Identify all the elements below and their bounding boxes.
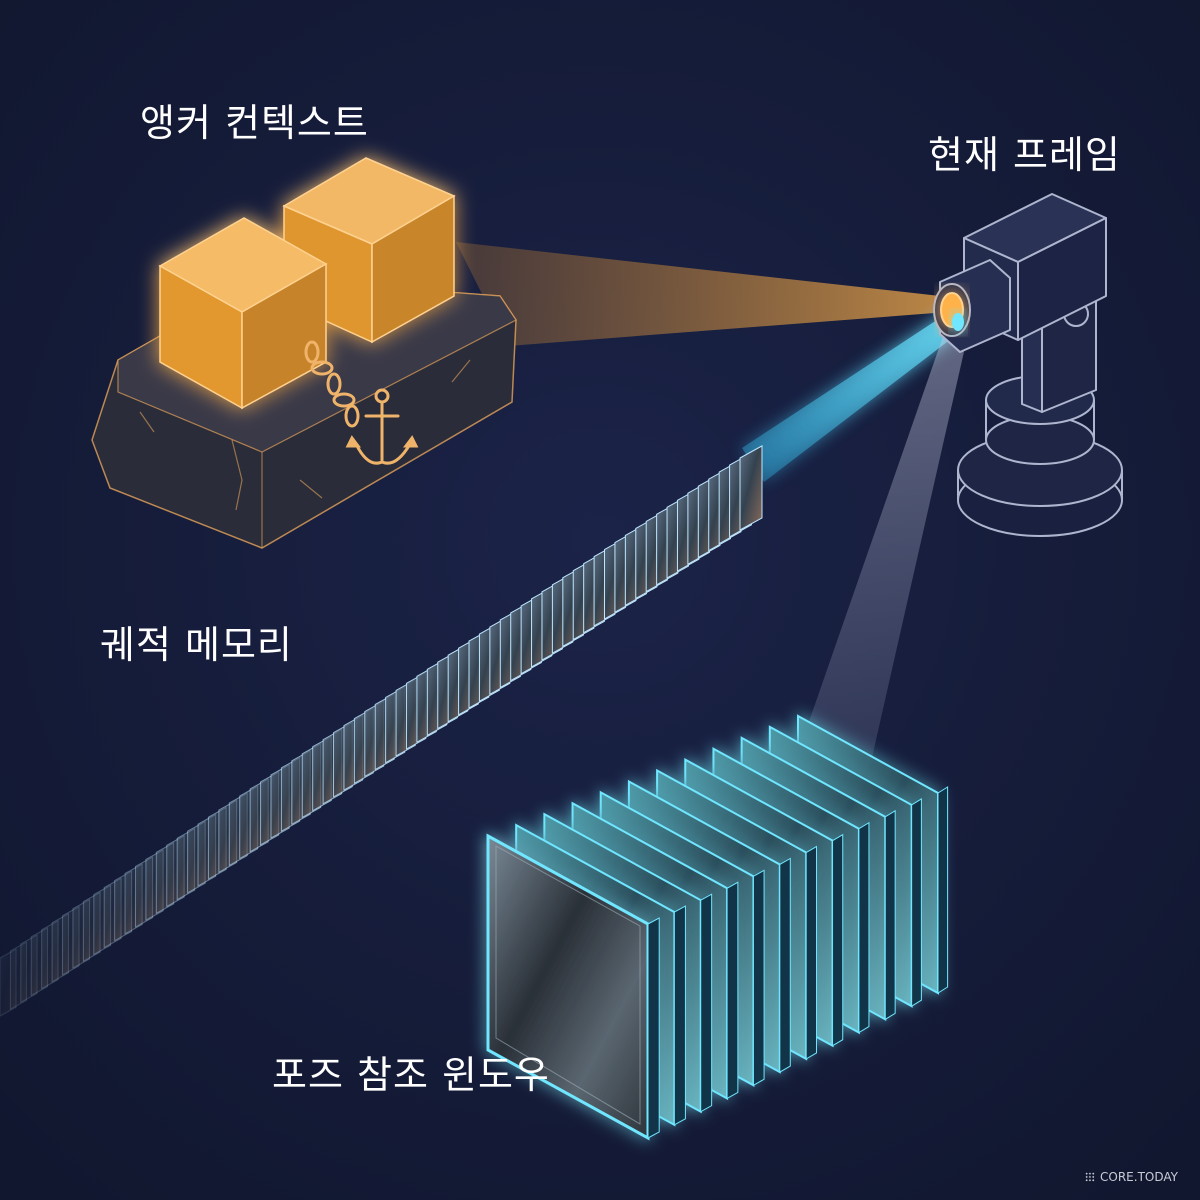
trajectory-memory-frames bbox=[0, 445, 763, 1017]
camera-icon bbox=[933, 193, 1123, 537]
anchor-context-label: 앵커 컨텍스트 bbox=[140, 101, 369, 145]
watermark-text: CORE.TODAY bbox=[1100, 1170, 1178, 1184]
trajectory-beam bbox=[742, 314, 960, 482]
anchor-beam bbox=[456, 242, 948, 346]
pose-reference-frames bbox=[486, 714, 949, 1141]
trajectory-frame bbox=[739, 445, 763, 531]
anchor-context-cubes bbox=[158, 157, 456, 410]
chain-icon bbox=[304, 340, 360, 428]
trajectory-memory-label: 궤적 메모리 bbox=[100, 623, 293, 667]
cube-back bbox=[282, 157, 456, 344]
pose-beam bbox=[804, 322, 968, 784]
watermark: CORE.TODAY bbox=[1085, 1170, 1178, 1184]
projection-beams bbox=[456, 242, 968, 784]
cube-front bbox=[158, 217, 328, 410]
grid-logo-icon bbox=[1085, 1172, 1096, 1182]
pose-frame-current bbox=[486, 833, 660, 1141]
pose-reference-window-label: 포즈 참조 윈도우 bbox=[272, 1053, 550, 1097]
current-frame-label: 현재 프레임 bbox=[928, 133, 1121, 177]
anchor-icon bbox=[345, 388, 419, 465]
